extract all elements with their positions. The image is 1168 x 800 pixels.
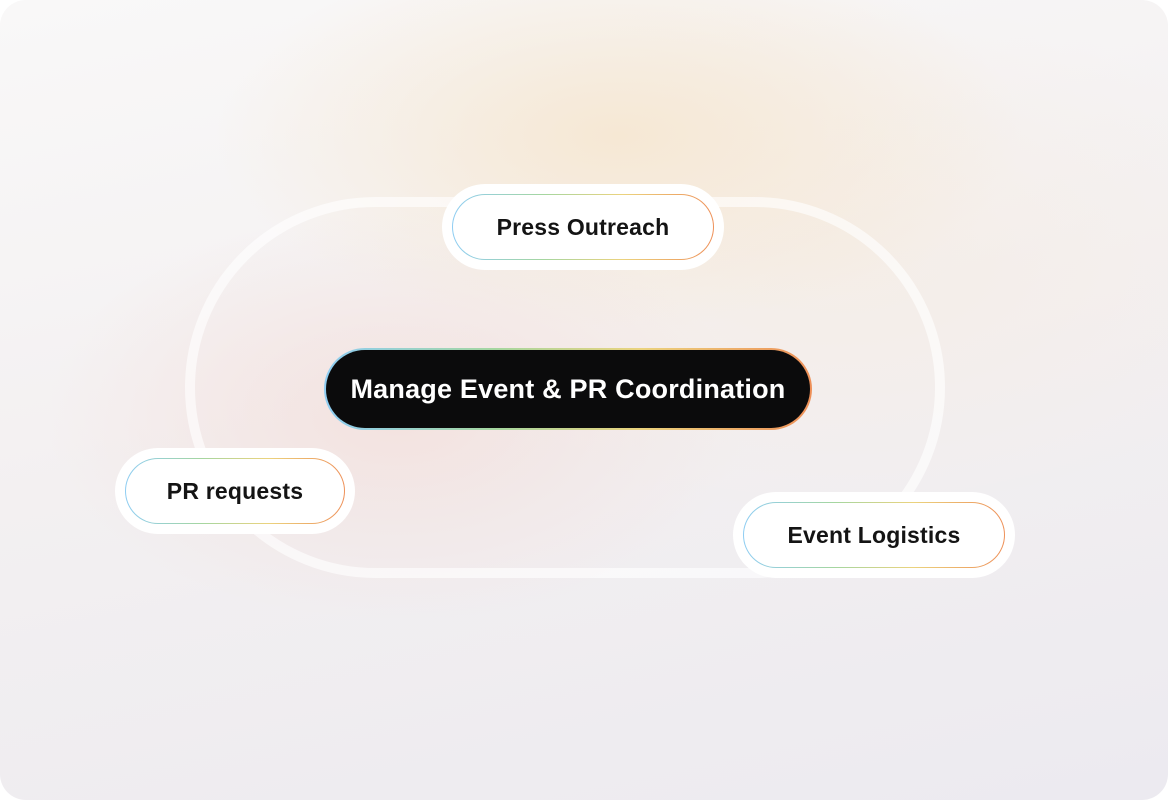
center-node-label: Manage Event & PR Coordination bbox=[350, 373, 786, 404]
node-label: PR requests bbox=[166, 477, 304, 504]
node-press-outreach[interactable]: Press Outreach bbox=[442, 184, 724, 270]
node-event-logistics[interactable]: Event Logistics bbox=[733, 492, 1015, 578]
node-pill: PR requests bbox=[125, 458, 345, 524]
node-pill: Press Outreach bbox=[452, 194, 714, 260]
node-label: Press Outreach bbox=[496, 213, 670, 240]
node-pill: Event Logistics bbox=[743, 502, 1005, 568]
center-node-manage-event-pr-coordination[interactable]: Manage Event & PR Coordination bbox=[324, 348, 812, 430]
node-pr-requests[interactable]: PR requests bbox=[115, 448, 355, 534]
node-label: Event Logistics bbox=[787, 521, 961, 548]
